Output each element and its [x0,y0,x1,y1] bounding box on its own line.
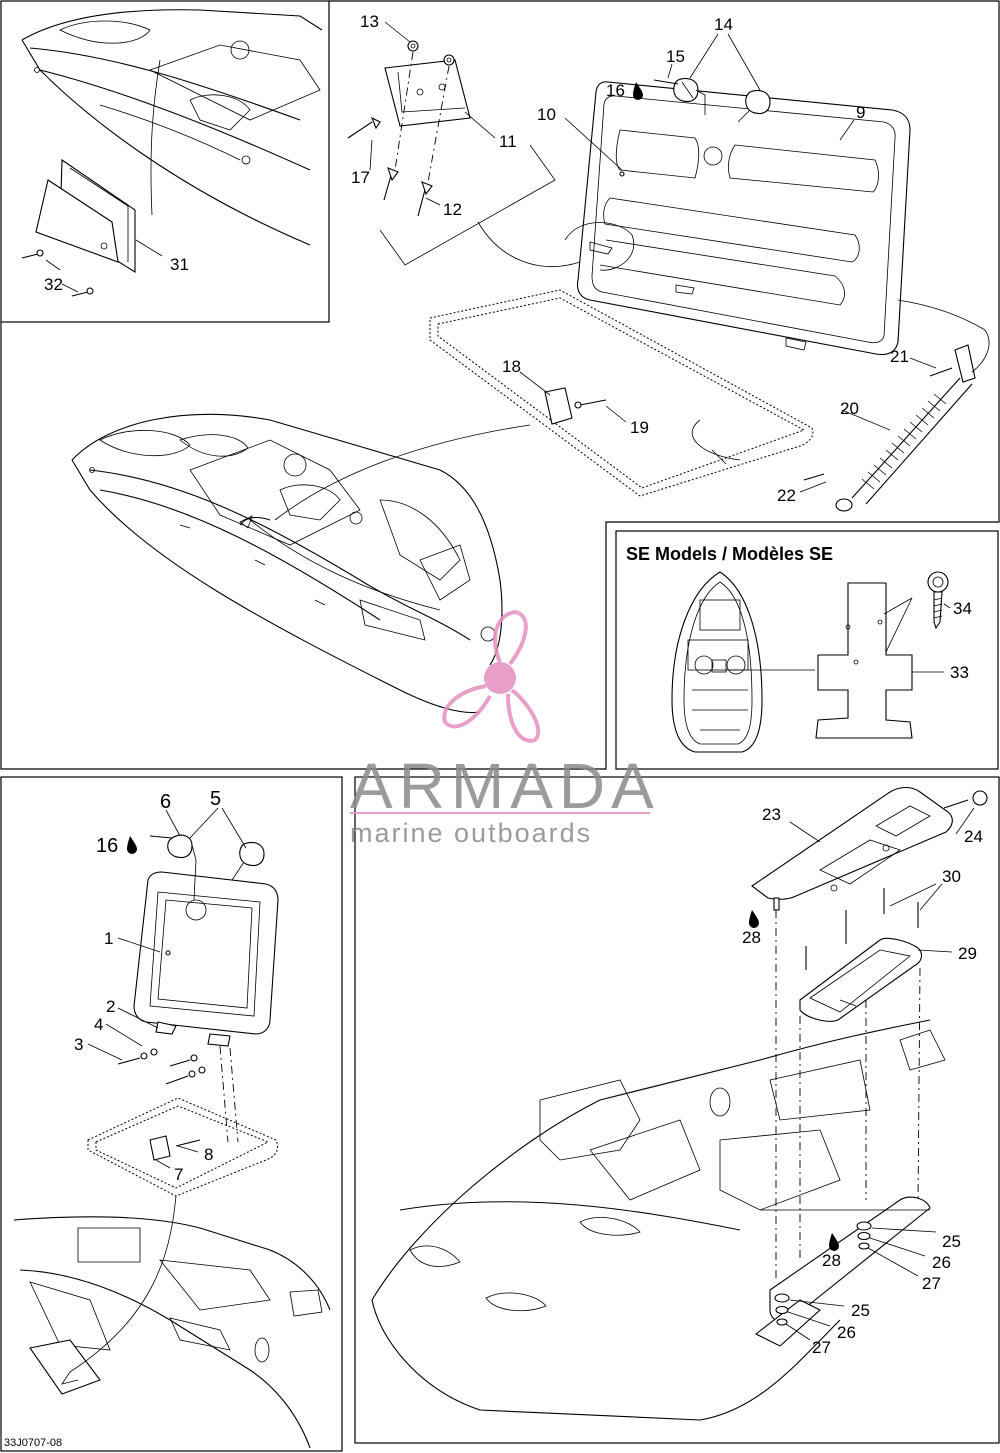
leader-lines [87,21,975,1169]
knobs-14-15 [653,77,771,123]
drop-icon [127,836,137,854]
hinge-detail-11 [384,40,471,183]
callout-14: 14 [714,15,733,34]
watermark-tagline: marine outboards [350,818,592,848]
callout-13: 13 [360,12,379,31]
propeller-icon [442,609,541,743]
callout-27-upper: 27 [922,1274,941,1293]
callouts: 13 14 15 16 10 9 11 17 12 31 32 21 18 20… [4,12,983,1449]
callout-3: 3 [74,1035,83,1054]
dash-projections [775,910,921,1282]
callout-29: 29 [958,944,977,963]
screws-32 [21,249,94,297]
callout-30: 30 [942,867,961,886]
washers-25-27 [774,1221,937,1341]
bow-well-outline [87,1097,279,1197]
callout-8: 8 [204,1145,213,1164]
callout-12: 12 [443,200,462,219]
deck-hatch-23 [751,786,988,911]
callout-7: 7 [174,1165,183,1184]
rear-boat [371,1019,946,1421]
callout-19: 19 [630,418,649,437]
gas-spring-20 [835,299,990,512]
callout-34: 34 [953,599,972,618]
callout-6: 6 [160,791,171,813]
bow-lid [133,871,279,1047]
screw-34 [883,571,949,653]
callout-31: 31 [170,255,189,274]
callout-15: 15 [666,47,685,66]
bow-boat [13,1195,331,1449]
watermark-brand: ARMADA [350,750,660,822]
bin-29 [799,888,923,1022]
callout-23: 23 [762,805,781,824]
callout-33: 33 [950,663,969,682]
callout-4: 4 [94,1015,103,1034]
callout-27-lower: 27 [812,1338,831,1357]
callout-2: 2 [106,997,115,1016]
callout-28-bottom: 28 [822,1251,841,1270]
storage-lid [576,81,911,356]
callout-32: 32 [44,275,63,294]
se-mat-33 [815,582,913,739]
callout-25-lower: 25 [851,1301,870,1320]
inset-boat-bow [21,9,323,246]
callout-24: 24 [964,827,983,846]
storage-well-outline [429,289,814,497]
callout-10: 10 [537,105,556,124]
drop-icons [127,82,839,1251]
callout-26-lower: 26 [837,1323,856,1342]
callout-20: 20 [840,399,859,418]
callout-25-upper: 25 [942,1232,961,1251]
callout-21: 21 [890,347,909,366]
se-boat-topview [671,571,815,753]
callout-28-top: 28 [742,928,761,947]
callout-22: 22 [777,486,796,505]
callout-17: 17 [351,168,370,187]
callout-16-bottom: 16 [96,835,118,857]
drop-icon [829,1233,839,1251]
callout-26-upper: 26 [932,1253,951,1272]
callout-18: 18 [502,357,521,376]
rivets-12-17 [347,116,433,217]
bow-lid-fasteners [117,1045,239,1143]
main-boat [71,413,531,714]
figure-code: 33J0707-08 [4,1437,62,1449]
callout-9: 9 [856,103,865,122]
drop-icon [749,910,759,928]
bumper-18-19 [544,387,825,481]
se-models-title: SE Models / Modèles SE [626,544,833,564]
callout-1: 1 [104,929,113,948]
callout-11: 11 [499,132,517,151]
bow-lid-knobs [149,834,265,901]
callout-16-top: 16 [606,81,625,100]
callout-5: 5 [210,788,221,810]
glove-box-door [35,158,136,273]
bracket-lines [379,144,635,271]
drop-icon [633,82,643,100]
watermark-logo: ARMADA marine outboards [350,609,660,848]
